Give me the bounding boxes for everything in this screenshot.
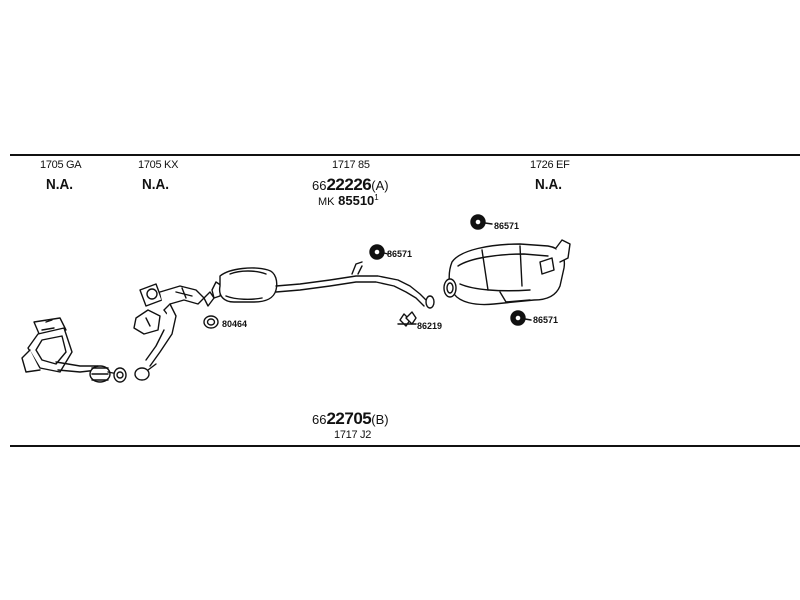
part-number-a: 6622226(A): [312, 176, 389, 193]
column-status-1705-ga: N.A.: [46, 176, 73, 193]
middle-muffler: [211, 261, 435, 309]
clamp-icon-muffler-top: [470, 214, 493, 230]
part-number-b-number: 22705: [326, 409, 372, 428]
column-code-1705-kx: 1705 KX: [138, 159, 179, 171]
callout-label-clamp-muffler-bottom: 86571: [533, 315, 559, 325]
part-number-b-suffix: (B): [371, 412, 389, 427]
column-status-1705-kx: N.A.: [142, 176, 169, 193]
rear-muffler: [443, 239, 571, 306]
column-status-1726-ef: N.A.: [535, 176, 562, 193]
callout-label-clamp-pipe: 86571: [387, 249, 413, 259]
callout-label-ring: 80464: [222, 319, 248, 329]
mk-label: MK: [318, 196, 335, 208]
mk-part-number: MK 855101: [318, 194, 379, 208]
catalytic-converter-2: [133, 283, 215, 381]
part-number-a-prefix: 66: [312, 178, 327, 193]
callout-label-clamp-muffler-top: 86571: [494, 221, 520, 231]
top-divider: [10, 154, 800, 156]
mk-mark: 1: [374, 193, 379, 202]
part-number-b-prefix: 66: [312, 412, 327, 427]
clamp-icon-pipe: [369, 244, 389, 260]
column-code-1717-85: 1717 85: [332, 159, 370, 171]
catalytic-converter-1: [21, 317, 127, 383]
part-number-b-code: 1717 J2: [334, 429, 372, 441]
part-number-b: 6622705(B): [312, 410, 389, 427]
hanger-icon: [397, 311, 417, 327]
part-number-a-number: 22226: [326, 175, 372, 194]
ring-icon: [203, 315, 219, 329]
part-number-a-suffix: (A): [371, 178, 389, 193]
bottom-divider: [10, 445, 800, 447]
column-code-1726-ef: 1726 EF: [530, 159, 570, 171]
column-code-1705-ga: 1705 GA: [40, 159, 82, 171]
callout-label-hanger: 86219: [417, 321, 443, 331]
clamp-icon-muffler-bottom: [510, 310, 532, 326]
mk-number: 85510: [338, 193, 375, 208]
